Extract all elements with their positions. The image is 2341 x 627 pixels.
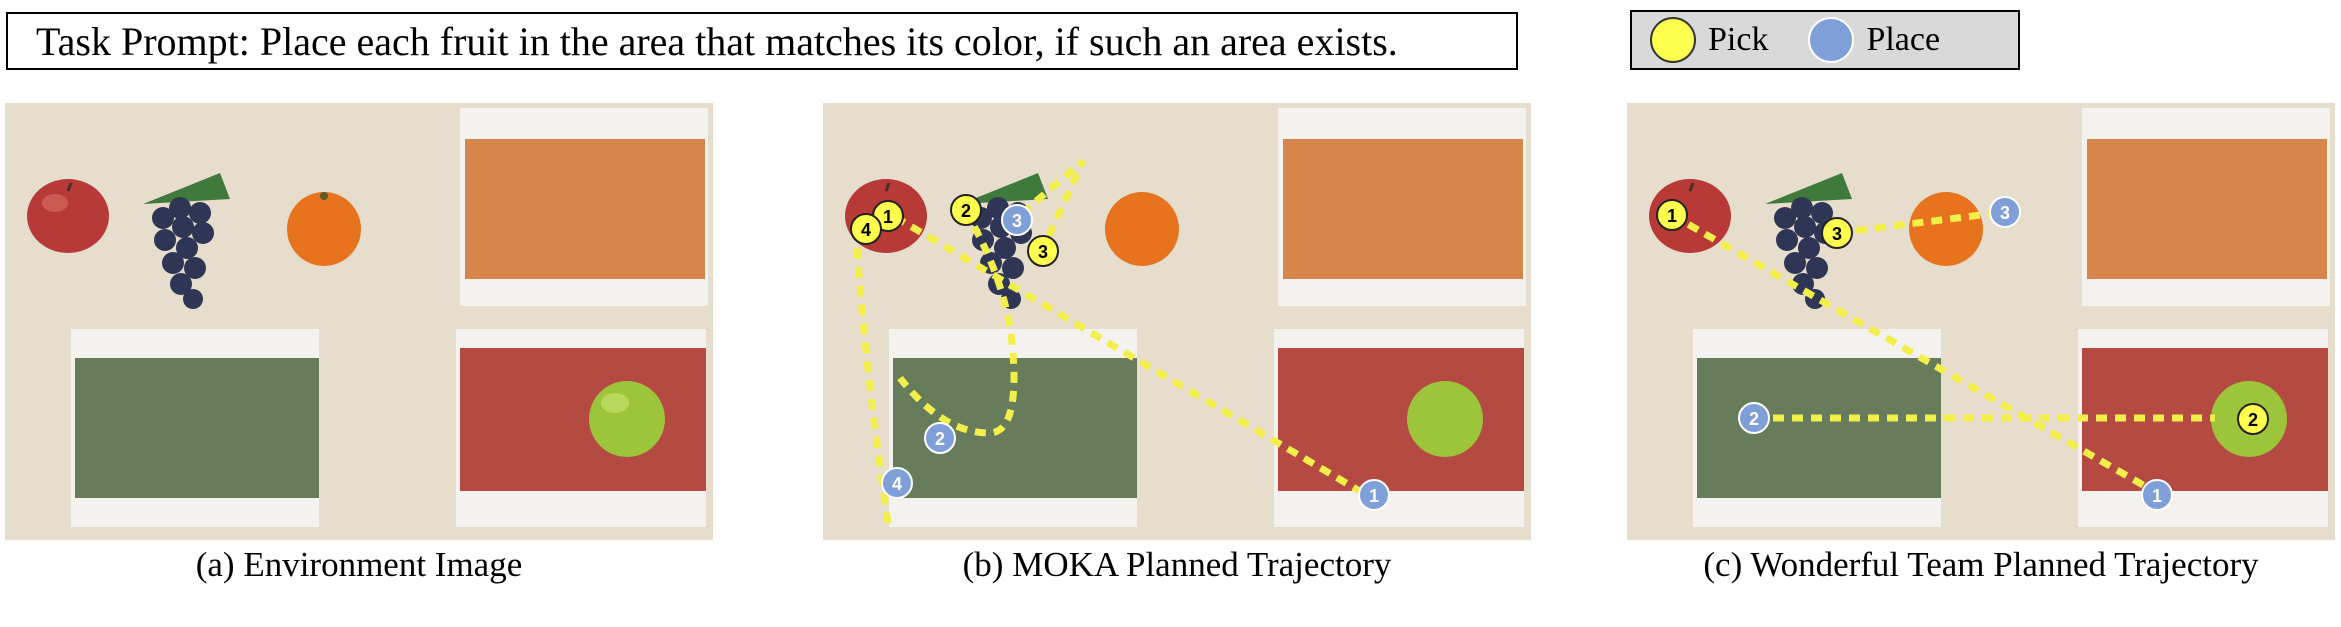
wonderful-team-trajectories	[1670, 208, 2215, 497]
svg-text:1: 1	[2152, 486, 2162, 506]
grapes-icon	[1765, 173, 1852, 309]
trajectory-3	[1836, 208, 2006, 237]
place-marker-3: 3	[1001, 204, 1033, 236]
orange-area	[2087, 139, 2327, 279]
red-apple-icon	[27, 179, 109, 253]
caption-a: (a) Environment Image	[195, 545, 523, 584]
green-area	[75, 358, 319, 498]
svg-text:2: 2	[2248, 410, 2258, 430]
pick-marker-2: 2	[2237, 403, 2269, 435]
environment-image	[5, 103, 713, 540]
svg-text:1: 1	[1369, 486, 1379, 506]
legend-place-label: Place	[1866, 21, 1941, 58]
svg-text:2: 2	[935, 429, 945, 449]
trajectory-1	[893, 213, 1365, 497]
svg-text:1: 1	[1667, 206, 1677, 226]
pick-marker-4: 4	[850, 213, 882, 245]
pick-marker-1: 1	[1656, 199, 1688, 231]
pick-marker-icon	[1650, 17, 1696, 63]
place-marker-4: 4	[881, 467, 913, 499]
svg-text:1: 1	[883, 207, 893, 227]
place-marker-1: 1	[1358, 479, 1390, 511]
red-area	[460, 348, 706, 491]
svg-text:3: 3	[1832, 224, 1842, 244]
place-marker-2: 2	[1738, 402, 1770, 434]
green-apple-icon	[589, 381, 665, 457]
legend-pick: Pick	[1650, 17, 1768, 63]
svg-text:3: 3	[1038, 242, 1048, 262]
trajectory-1	[1670, 211, 2159, 497]
orange-area	[1283, 139, 1523, 279]
wonderful-team-trajectory-image: 1 2 3 1 2 3	[1627, 103, 2335, 540]
panel-environment	[5, 103, 713, 540]
svg-text:3: 3	[2000, 203, 2010, 223]
panel-wonderful-team: 1 2 3 1 2 3	[1627, 103, 2335, 540]
pick-marker-2: 2	[950, 194, 982, 226]
task-prompt-box: Task Prompt: Place each fruit in the are…	[6, 12, 1518, 70]
orange-area	[465, 139, 705, 279]
svg-text:4: 4	[861, 220, 871, 240]
orange-icon	[287, 192, 361, 266]
caption-c: (c) Wonderful Team Planned Trajectory	[1703, 545, 2259, 584]
legend-place: Place	[1808, 17, 1940, 63]
svg-text:2: 2	[1749, 409, 1759, 429]
orange-icon	[1909, 192, 1983, 266]
legend-pick-label: Pick	[1708, 21, 1769, 58]
green-area	[1697, 358, 1941, 498]
trajectory-3	[1017, 158, 1087, 255]
svg-text:2: 2	[961, 201, 971, 221]
panel-moka: 1 2 3 4 1 2 3 4	[823, 103, 1531, 540]
trajectory-2	[897, 208, 1018, 437]
svg-text:4: 4	[892, 474, 902, 494]
pick-marker-3: 3	[1027, 235, 1059, 267]
caption-b: (b) MOKA Planned Trajectory	[962, 545, 1392, 584]
moka-trajectory-image: 1 2 3 4 1 2 3 4	[823, 103, 1531, 540]
place-marker-icon	[1808, 17, 1855, 63]
grapes-icon	[143, 173, 230, 309]
pick-marker-3: 3	[1821, 217, 1853, 249]
legend: Pick Place	[1630, 10, 2020, 70]
orange-icon	[1105, 192, 1179, 266]
place-marker-2: 2	[924, 422, 956, 454]
green-apple-icon	[1407, 381, 1483, 457]
svg-text:3: 3	[1012, 211, 1022, 231]
red-area	[1278, 348, 1524, 491]
task-prompt-text: Task Prompt: Place each fruit in the are…	[36, 18, 1398, 64]
place-marker-3: 3	[1989, 196, 2021, 228]
place-marker-1: 1	[2141, 479, 2173, 511]
